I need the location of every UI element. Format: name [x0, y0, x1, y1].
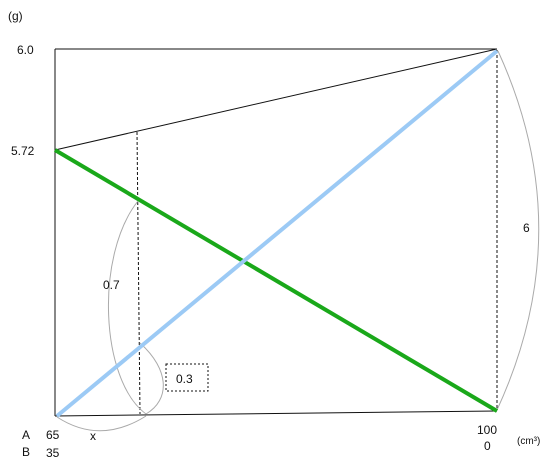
y-label-top: 6.0 [17, 43, 34, 57]
bottom-left-a-value: 65 [46, 428, 60, 442]
green-line [53, 148, 499, 413]
unit-volume-label: (cm³) [517, 436, 540, 447]
unit-weight-label: (g) [8, 9, 23, 23]
frame-bottom-line [54, 410, 498, 417]
annotation-0-3: 0.3 [176, 372, 193, 386]
x-label: x [90, 429, 96, 443]
row-label-a: A [22, 428, 30, 442]
annotation-6: 6 [523, 221, 530, 235]
row-label-b: B [22, 445, 30, 459]
arc-left-seven-tenths [108, 200, 147, 415]
dashed-box-three-tenths [165, 363, 209, 392]
blue-line [55, 49, 499, 418]
annotation-0-7: 0.7 [103, 278, 120, 292]
bottom-right-a-value: 100 [477, 423, 497, 437]
y-label-mid: 5.72 [11, 144, 35, 158]
arc-small-three-tenths [139, 342, 164, 415]
arc-right-six [496, 50, 540, 411]
bottom-right-b-value: 0 [484, 439, 491, 453]
arc-bottom-x [56, 415, 147, 432]
bottom-left-b-value: 35 [46, 446, 60, 460]
dashed-vertical-left [136, 131, 141, 415]
upper-sloped-line [54, 48, 498, 151]
